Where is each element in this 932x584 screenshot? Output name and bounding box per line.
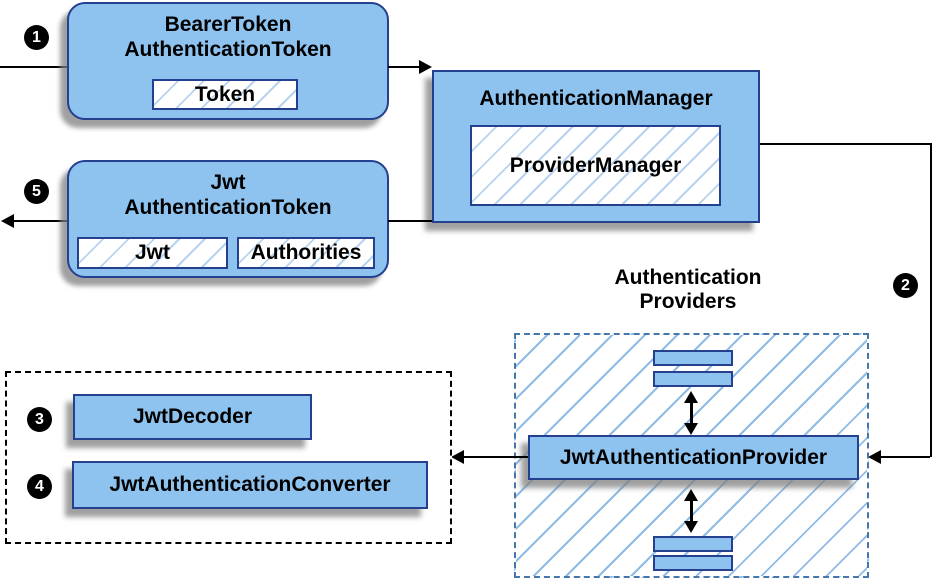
arrowhead-right-icon	[419, 60, 432, 74]
jwt-token-node-title: Jwt AuthenticationToken	[69, 170, 387, 220]
bearer-token-title-line1: BearerToken	[164, 13, 292, 36]
step-5-badge: 5	[24, 179, 49, 204]
jwt-converters-box: JwtDecoder JwtAuthenticationConverter	[5, 371, 452, 544]
flow-line-step2-vertical	[930, 143, 932, 457]
authorities-chip: Authorities	[237, 237, 375, 269]
jwt-authentication-token-node: Jwt AuthenticationToken Jwt Authorities	[67, 160, 389, 278]
authentication-manager-node: AuthenticationManager ProviderManager	[432, 70, 760, 223]
flow-line-manager-to-jwt-token	[388, 220, 432, 222]
double-arrow-icon	[684, 391, 699, 435]
flow-line-to-authentication-manager	[388, 66, 419, 68]
token-chip: Token	[152, 79, 298, 110]
provider-placeholder-bar	[653, 555, 733, 571]
authentication-manager-title: AuthenticationManager	[479, 87, 713, 110]
jwt-authentication-provider-node: JwtAuthenticationProvider	[528, 435, 859, 480]
bearer-token-node-title: BearerToken AuthenticationToken	[69, 12, 387, 62]
jwt-chip: Jwt	[77, 237, 228, 269]
provider-placeholder-bar	[653, 536, 733, 552]
jwt-decoder-node: JwtDecoder	[73, 394, 312, 440]
providers-label-line2: Providers	[639, 290, 737, 313]
jwt-authentication-converter-node: JwtAuthenticationConverter	[72, 461, 428, 509]
flow-line-outgoing	[13, 220, 67, 222]
flow-line-step2-into-provider	[880, 456, 930, 458]
step-2-badge: 2	[893, 273, 918, 298]
provider-placeholder-bar	[653, 350, 733, 366]
flow-line-provider-to-converters	[464, 456, 528, 458]
step-4-badge: 4	[27, 474, 52, 499]
jwt-token-title-line1: Jwt	[210, 171, 246, 194]
flow-line-incoming	[0, 66, 67, 68]
jwt-token-title-line2: AuthenticationToken	[124, 196, 332, 219]
providers-label-line1: Authentication	[614, 266, 762, 289]
step-1-badge: 1	[24, 25, 49, 50]
flow-line-step2-horizontal	[760, 143, 930, 145]
arrowhead-left-icon	[868, 450, 881, 464]
authentication-providers-label: Authentication Providers	[563, 266, 813, 314]
bearer-token-authentication-token-node: BearerToken AuthenticationToken Token	[67, 2, 389, 120]
arrowhead-left-icon	[1, 214, 14, 228]
step-3-badge: 3	[27, 407, 52, 432]
bearer-token-title-line2: AuthenticationToken	[124, 38, 332, 61]
provider-manager-chip: ProviderManager	[470, 125, 721, 206]
authentication-providers-box: JwtAuthenticationProvider	[514, 333, 869, 578]
arrowhead-left-icon	[451, 450, 464, 464]
double-arrow-icon	[684, 489, 699, 533]
provider-placeholder-bar	[653, 371, 733, 387]
